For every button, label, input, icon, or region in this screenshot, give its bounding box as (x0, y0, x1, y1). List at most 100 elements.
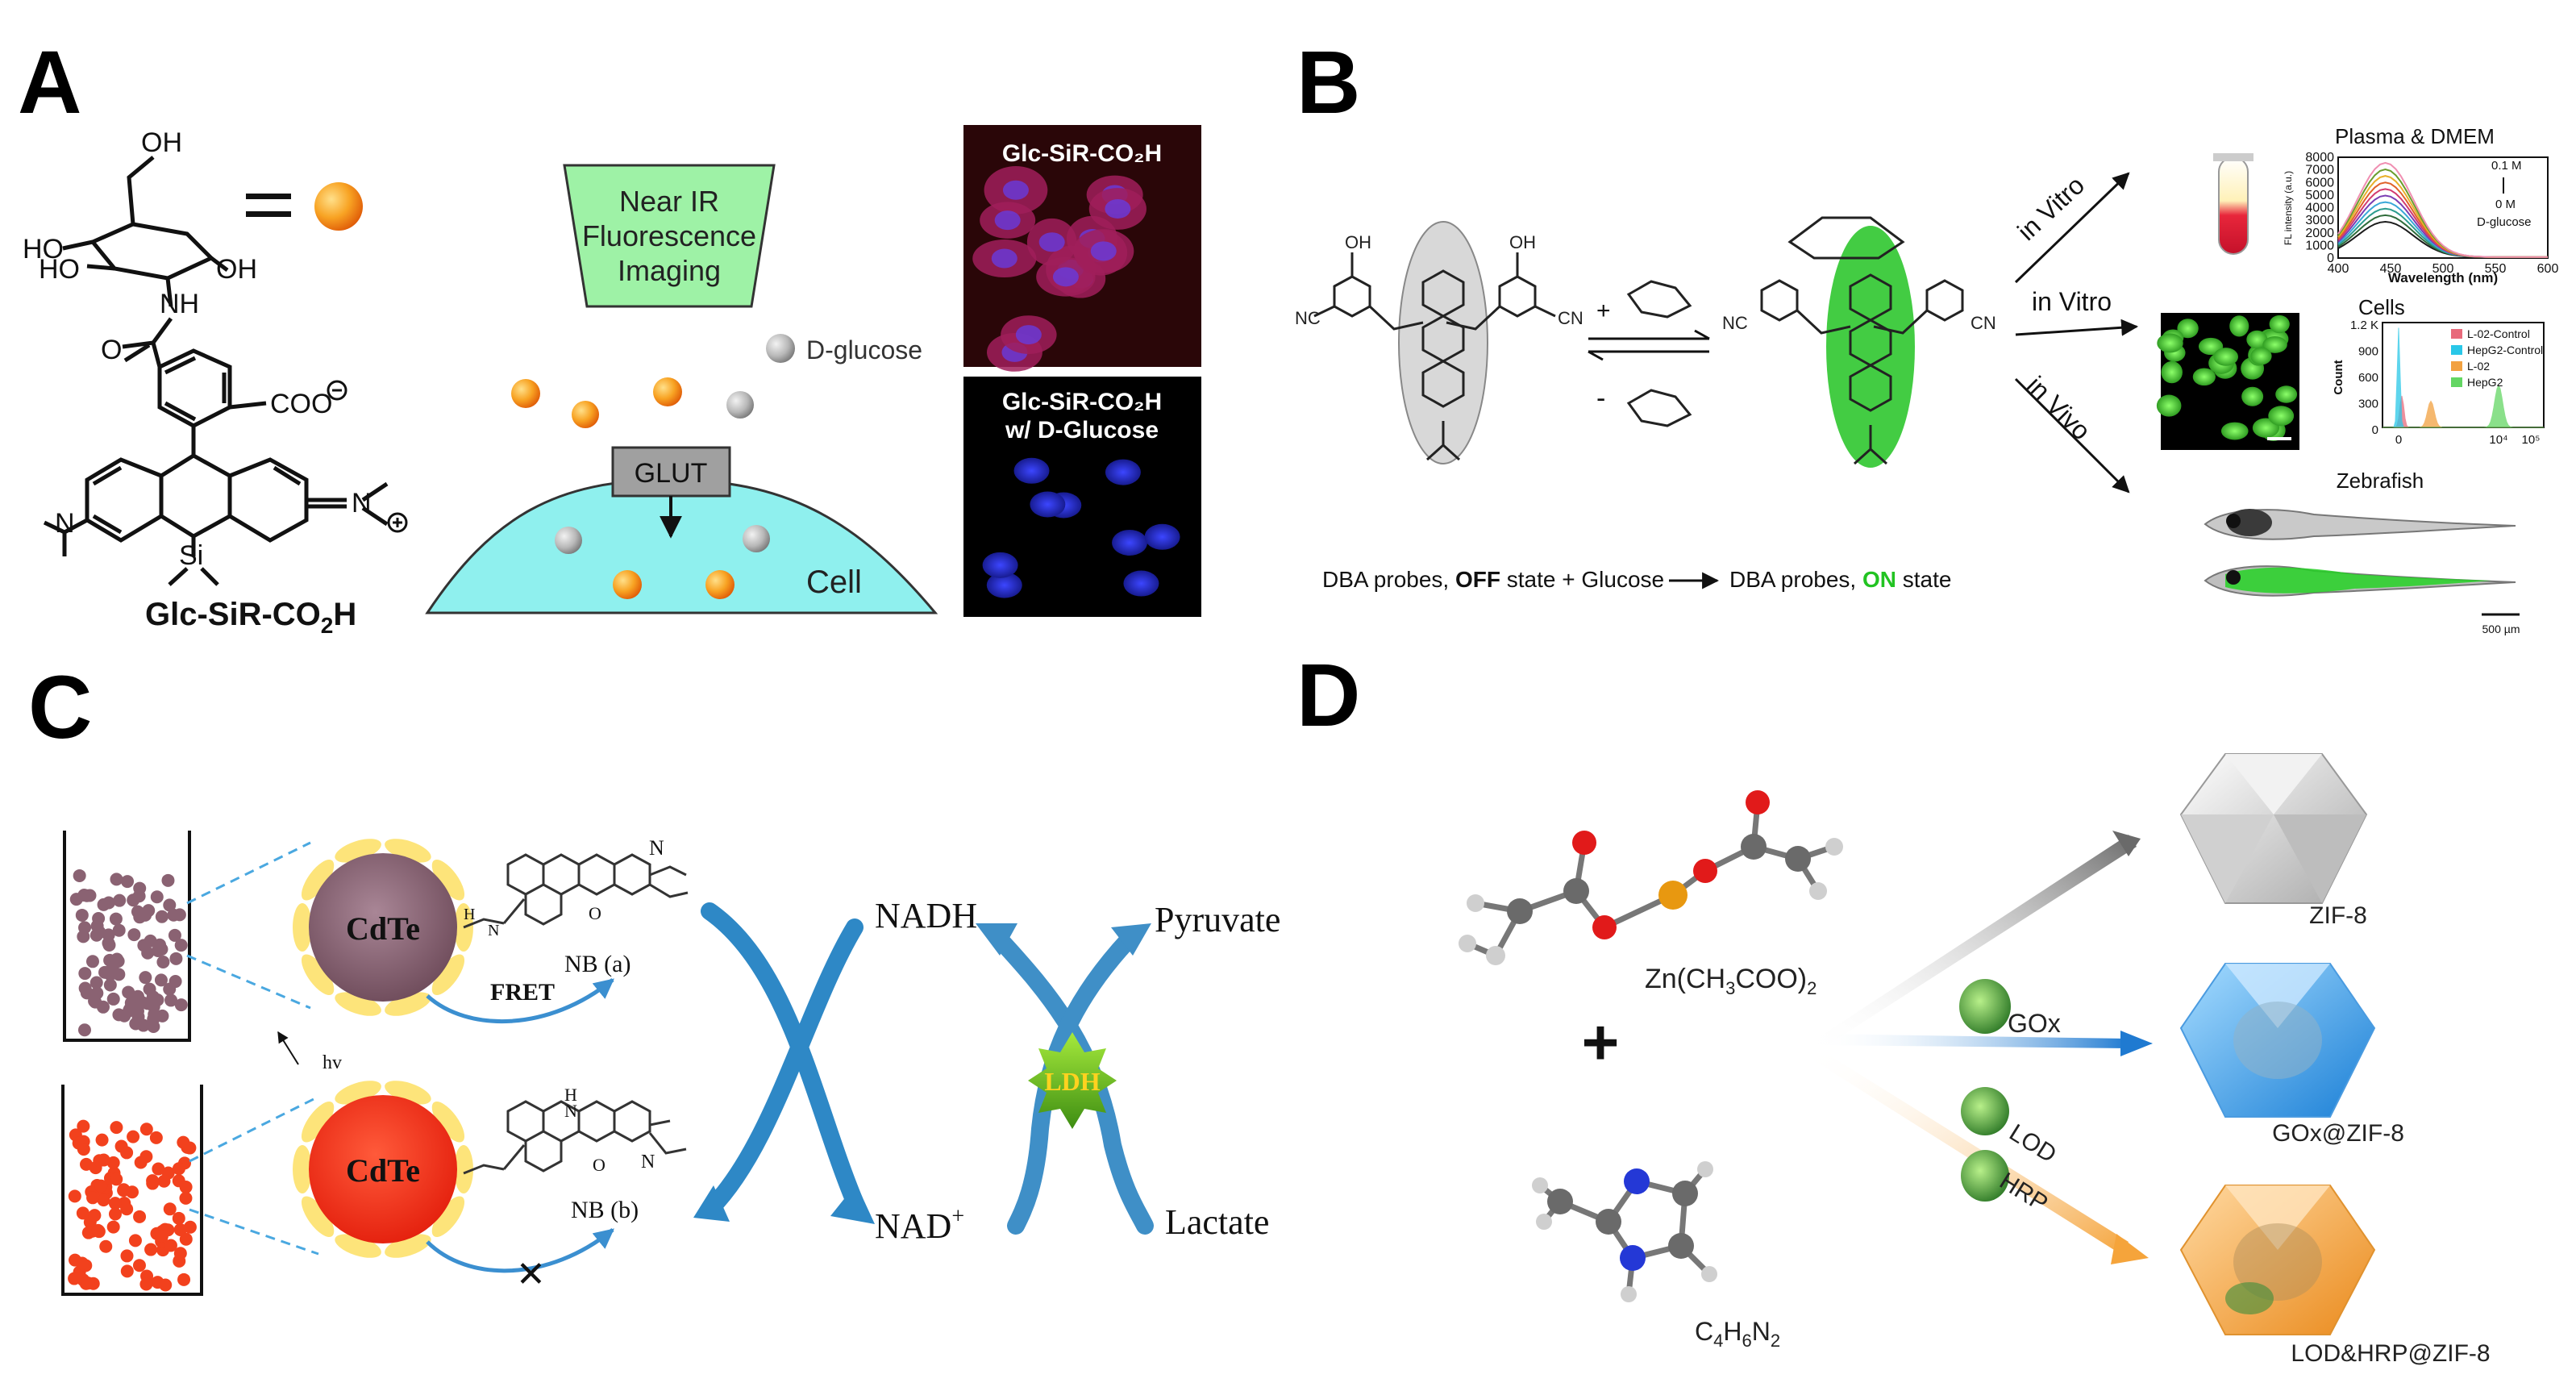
green-cell (2192, 368, 2216, 386)
fl-ylabel: FL intensity (a.u.) (2283, 171, 2294, 245)
svg-text:NC: NC (1295, 308, 1321, 328)
polymer-bead (112, 923, 126, 937)
panel-a-letter: A (18, 33, 81, 132)
red-cell-nucleus (1002, 180, 1029, 200)
ligand-petal (454, 1145, 473, 1193)
lod-hrp-zif8-label: LOD&HRP@ZIF-8 (2291, 1340, 2490, 1367)
plus-sign: + (1582, 1006, 1620, 1078)
plus-sign: + (1596, 298, 1611, 324)
gox-enzyme-icon (1959, 979, 2011, 1034)
red-cell-nucleus (991, 248, 1017, 269)
fl-note-glucose: D-glucose (2477, 215, 2532, 229)
ligand-petal (301, 1196, 335, 1238)
polymer-bead (86, 1191, 100, 1205)
polymer-bead (85, 955, 99, 968)
nad-label: NAD+ (875, 1204, 964, 1246)
charge-plus-icon (387, 512, 408, 533)
svg-text:O: O (589, 903, 601, 923)
nb-a-label: NB (a) (564, 951, 630, 977)
polymer-bead (129, 1017, 143, 1031)
polymer-bead (163, 982, 177, 996)
zinc-acetate-model (1459, 790, 1843, 965)
polymer-bead (118, 1197, 131, 1210)
scale-bar-label: 500 µm (2482, 623, 2520, 635)
blue-nucleus (1013, 457, 1050, 484)
polymer-bead (168, 928, 181, 942)
zebrafish-fluorescence (2193, 556, 2524, 606)
minus-sign: - (1596, 383, 1605, 414)
polymer-bead (80, 889, 94, 902)
micrograph-blue-label-2: w/ D-Glucose (1005, 417, 1159, 444)
nb-b-label: NB (b) (571, 1197, 639, 1223)
green-cell (2157, 333, 2183, 353)
svg-text:NC: NC (1722, 313, 1748, 333)
polymer-bead (149, 1131, 163, 1144)
polymer-bead (179, 1191, 193, 1205)
polymer-bead (183, 1220, 197, 1234)
glucose-label: D-glucose (806, 335, 922, 364)
polymer-bead (77, 1023, 91, 1037)
polymer-bead (78, 921, 92, 935)
blue-nucleus (1030, 491, 1066, 518)
polymer-bead (108, 1207, 122, 1221)
dba-probe-off: OH OH NC CN (1295, 221, 1583, 464)
fl-xlabel: Wavelength (nm) (2388, 270, 2498, 285)
plasma-title: Plasma & DMEM (2335, 124, 2495, 148)
label-n-left: N (55, 508, 75, 539)
gox-zif8-label: GOx@ZIF-8 (2272, 1120, 2404, 1147)
methylimidazole-formula: C4H6N2 (1695, 1317, 1780, 1351)
ray-to-lod-hrp-zif8 (1810, 1048, 2129, 1254)
polymer-bead (81, 1277, 95, 1290)
zebrafish-title: Zebrafish (2337, 469, 2424, 493)
polymer-bead (78, 981, 92, 995)
legend-entry: L-02 (2467, 360, 2490, 373)
polymer-bead (94, 1179, 108, 1193)
imaging-box (563, 164, 776, 308)
polymer-bead (152, 1162, 165, 1176)
legend-swatch (2451, 377, 2462, 387)
green-cell (2269, 314, 2290, 334)
ligand-petal (301, 954, 335, 996)
label-nh: NH (160, 289, 199, 319)
ligand-petal (385, 992, 431, 1016)
fl-ytick: 0 (2327, 252, 2334, 265)
polymer-bead (97, 1193, 110, 1207)
green-cell (2250, 347, 2272, 365)
glucose-molecule (1626, 280, 1692, 427)
cells-title: Cells (2358, 295, 2405, 319)
equals-sign (246, 194, 291, 199)
polymer-bead (132, 889, 146, 903)
legend-swatch (2451, 361, 2462, 371)
panel-c: C CdTe CdTe (28, 658, 1280, 1296)
ligand-petal (431, 859, 465, 901)
beaker-top (63, 831, 191, 1042)
ligand-petal (301, 1101, 335, 1143)
nile-blue-a (463, 853, 689, 929)
svg-text:CdTe: CdTe (346, 910, 420, 947)
equilibrium-arrows (1588, 329, 1710, 361)
probe-orange-icon (653, 377, 682, 406)
fl-ytick: 1000 (2305, 239, 2334, 252)
polymer-bead (108, 1197, 122, 1210)
probe-orange-icon (314, 182, 363, 231)
legend-entry: L-02-Control (2467, 327, 2530, 340)
glc-sir-structure (43, 156, 389, 586)
zif8-crystal (2179, 753, 2368, 904)
gox-zif8-crystal (2179, 963, 2376, 1118)
polymer-bead (139, 1277, 153, 1291)
blocked-icon: ✕ (516, 1255, 546, 1294)
label-oh-right: OH (216, 254, 257, 285)
polymer-bead (120, 1249, 134, 1263)
polymer-bead (73, 868, 86, 882)
polymer-bead (110, 1121, 123, 1135)
gox-label: GOx (2008, 1009, 2061, 1038)
polymer-bead (154, 973, 168, 987)
polymer-bead (155, 1229, 169, 1243)
ligand-petal (385, 1081, 431, 1105)
lod-enzyme-icon (1961, 1087, 2009, 1135)
polymer-bead (141, 946, 155, 960)
polymer-bead (172, 1211, 185, 1225)
polymer-bead (120, 1146, 134, 1160)
zinc-acetate-formula: Zn(CH3COO)2 (1645, 964, 1817, 998)
polymer-bead (102, 936, 115, 950)
